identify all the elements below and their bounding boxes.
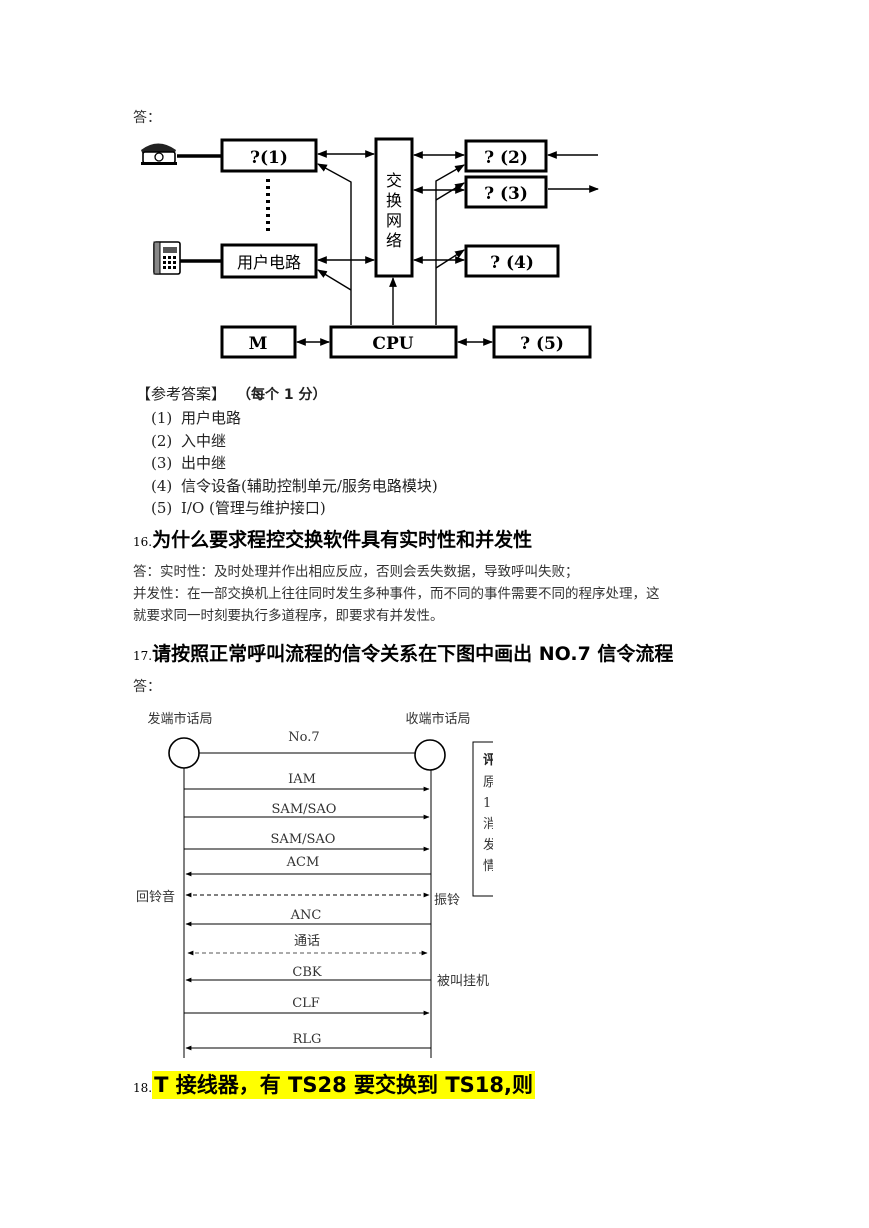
origin-office-node	[168, 737, 200, 769]
desk-phone-icon	[153, 241, 181, 275]
box-1	[220, 138, 318, 173]
box-switch-network	[374, 137, 414, 278]
msg-clf-label: CLF	[292, 996, 320, 1011]
msg-sam1-label: SAM/SAO	[272, 802, 337, 817]
q16-heading: 16.为什么要求程控交换软件具有实时性和并发性	[133, 529, 533, 551]
q17-heading: 17.请按照正常呼叫流程的信令关系在下图中画出 NO.7 信令流程	[133, 643, 674, 665]
signaling-flow-diagram: 发端市话局 收端市话局 No.7 IAM SAM/SAO SAM/SAO ACM…	[136, 711, 500, 1058]
msg-rlg-label: RLG	[293, 1032, 322, 1047]
reference-title: 【参考答案】	[136, 385, 227, 403]
box-1-label: ?(1)	[250, 148, 288, 168]
msg-acm-label: ACM	[286, 855, 320, 870]
link-label: No.7	[288, 730, 319, 745]
reference-list: (1)用户电路 (2)入中继 (3)出中继 (4)信令设备(辅助控制单元/服务电…	[151, 407, 438, 520]
network-char-3: 网	[386, 211, 402, 230]
box-3-label: ? (3)	[484, 184, 528, 204]
network-char-4: 络	[386, 231, 402, 250]
msg-talk-label: 通话	[294, 934, 320, 949]
ringing-label: 振铃	[434, 893, 460, 908]
q16-line-1: 答：实时性：及时处理并作出相应反应，否则会丢失数据，导致呼叫失败；	[133, 564, 579, 580]
switch-block-diagram: ?(1) 用户电路 交 换 网 络 ? (2) ? (3) ? (4) M CP…	[141, 137, 599, 359]
side-note-char: 评	[483, 753, 496, 768]
origin-office-label: 发端市话局	[147, 711, 212, 727]
msg-anc-label: ANC	[290, 908, 322, 923]
side-note-char: 情	[483, 859, 496, 874]
box-m-label: M	[249, 334, 268, 354]
dest-office-label: 收端市话局	[405, 711, 470, 727]
box-2	[464, 139, 548, 173]
q16-line-2: 并发性：在一部交换机上往往同时发生多种事件，而不同的事件需要不同的程序处理，这	[133, 586, 660, 602]
list-item: (4)信令设备(辅助控制单元/服务电路模块)	[151, 476, 438, 495]
answer-label: 答：	[133, 110, 161, 126]
side-note-char: 发	[483, 837, 496, 853]
box-user-circuit-label: 用户电路	[237, 253, 301, 272]
msg-sam2-label: SAM/SAO	[271, 832, 336, 847]
side-note-box	[472, 741, 494, 897]
box-4	[464, 244, 560, 278]
box-5	[492, 325, 592, 359]
list-item: (2)入中继	[151, 431, 227, 450]
msg-iam-label: IAM	[288, 772, 316, 787]
network-char-2: 换	[386, 191, 402, 210]
side-note-char: 1	[483, 796, 491, 811]
q16-line-3: 就要求同一时刻要执行多道程序，即要求有并发性。	[133, 608, 444, 624]
q18-heading: 18.T 接线器，有 TS28 要交换到 TS18,则	[133, 1071, 535, 1099]
reference-points: （每个 1 分）	[244, 387, 327, 403]
q17-answer-label: 答：	[133, 679, 161, 695]
list-item: (1)用户电路	[151, 409, 242, 427]
side-note-char: 消	[483, 817, 496, 832]
box-cpu-label: CPU	[372, 334, 413, 354]
box-5-label: ? (5)	[520, 334, 564, 354]
list-item: (5)I/O (管理与维护接口)	[151, 499, 326, 518]
box-2-label: ? (2)	[484, 148, 528, 168]
dest-office-node	[414, 739, 446, 771]
side-note-char: 原	[483, 775, 496, 790]
network-char-1: 交	[386, 171, 402, 190]
callee-hangup-label: 被叫挂机	[437, 974, 489, 989]
ringback-label: 回铃音	[136, 889, 175, 905]
box-user-circuit	[220, 243, 318, 279]
box-m	[220, 325, 297, 359]
telephone-icon	[141, 143, 177, 165]
box-3	[464, 175, 548, 209]
list-item: (3)出中继	[151, 454, 227, 473]
box-cpu	[329, 325, 458, 359]
msg-cbk-label: CBK	[292, 965, 322, 980]
reference-heading: 【参考答案】 （每个 1 分）	[136, 383, 327, 404]
box-4-label: ? (4)	[490, 253, 534, 273]
